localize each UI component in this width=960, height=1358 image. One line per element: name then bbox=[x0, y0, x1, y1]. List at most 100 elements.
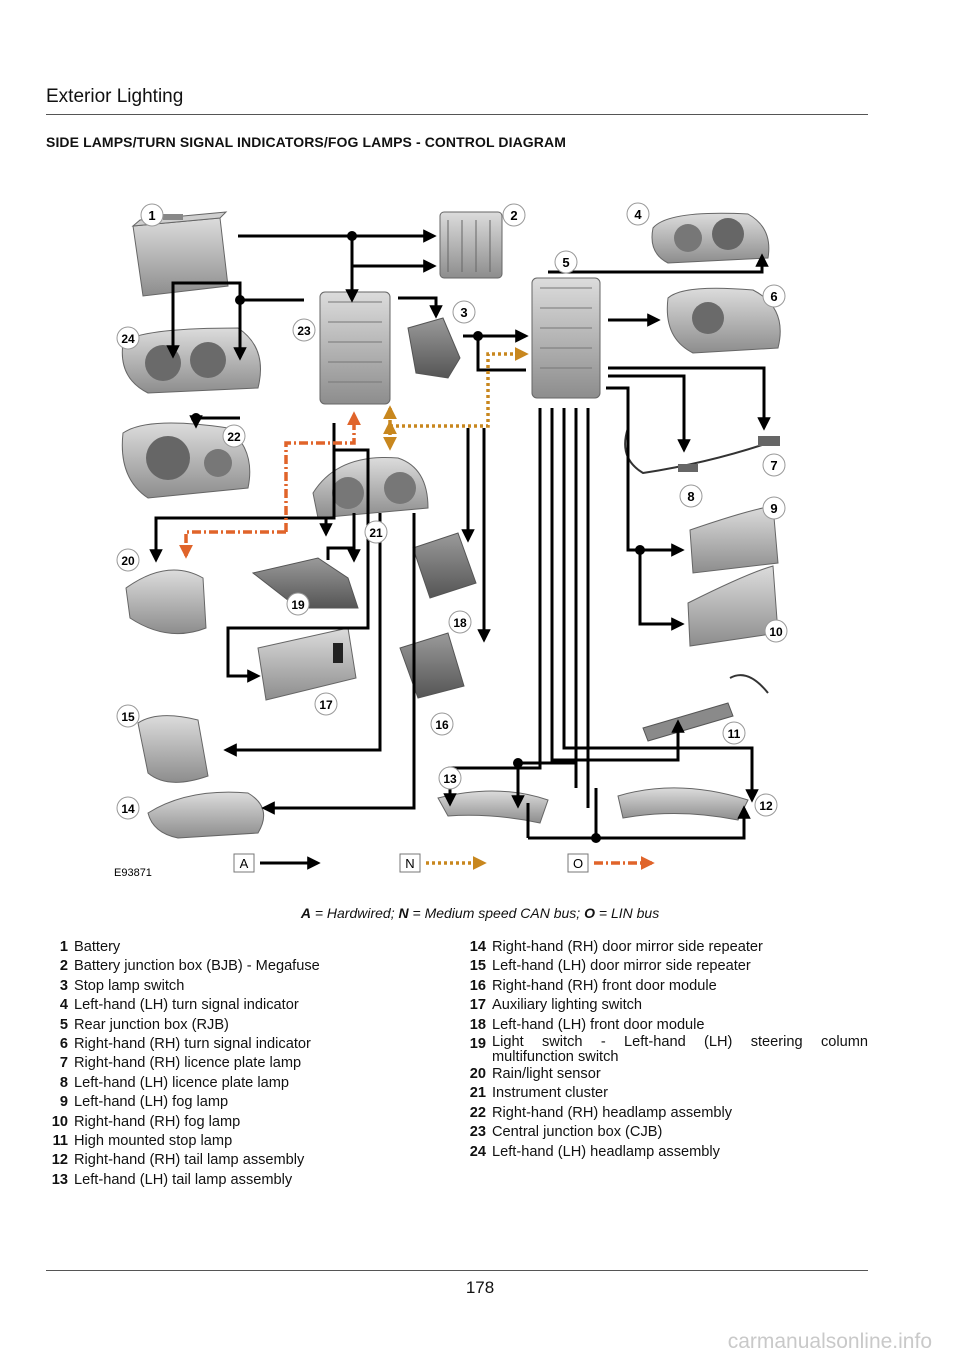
part-item: 2 Battery junction box (BJB) - Megafuse bbox=[30, 957, 430, 976]
part-label: Instrument cluster bbox=[492, 1085, 608, 1102]
svg-text:12: 12 bbox=[759, 799, 773, 813]
svg-text:23: 23 bbox=[297, 324, 311, 338]
svg-text:1: 1 bbox=[148, 208, 155, 223]
callout-5: 5 bbox=[554, 250, 578, 274]
callout-21: 21 bbox=[364, 520, 388, 544]
svg-text:17: 17 bbox=[319, 698, 333, 712]
part-item: 10 Right-hand (RH) fog lamp bbox=[30, 1113, 430, 1132]
part-number: 15 bbox=[469, 958, 486, 975]
callout-6: 6 bbox=[762, 284, 786, 308]
svg-text:13: 13 bbox=[443, 772, 457, 786]
svg-text:20: 20 bbox=[121, 554, 135, 568]
svg-text:2: 2 bbox=[510, 208, 517, 223]
part-item: 15 Left-hand (LH) door mirror side repeat… bbox=[448, 957, 868, 976]
legend-o-letter: O bbox=[584, 905, 595, 921]
door-modules-component bbox=[399, 532, 477, 699]
part-label: Left-hand (LH) headlamp assembly bbox=[492, 1143, 720, 1160]
part-label: Auxiliary lighting switch bbox=[492, 997, 643, 1014]
svg-text:19: 19 bbox=[291, 598, 305, 612]
key-lin-bus: O bbox=[567, 853, 655, 873]
rh-turn-indicator-component bbox=[666, 287, 781, 354]
callout-20: 20 bbox=[116, 548, 140, 572]
part-number: 12 bbox=[51, 1152, 68, 1169]
part-number: 19 bbox=[469, 1036, 486, 1053]
part-number: 9 bbox=[59, 1094, 68, 1111]
part-item: 16 Right-hand (RH) front door module bbox=[448, 977, 868, 996]
part-item: 9 Left-hand (LH) fog lamp bbox=[30, 1093, 430, 1112]
part-item: 7 Right-hand (RH) licence plate lamp bbox=[30, 1054, 430, 1073]
callout-19: 19 bbox=[286, 592, 310, 616]
part-number: 7 bbox=[59, 1055, 68, 1072]
svg-text:22: 22 bbox=[227, 430, 241, 444]
callout-12: 12 bbox=[754, 793, 778, 817]
part-number: 10 bbox=[51, 1113, 68, 1130]
part-label: Right-hand (RH) licence plate lamp bbox=[74, 1055, 302, 1072]
diagram-legend: A = Hardwired; N = Medium speed CAN bus;… bbox=[0, 905, 960, 921]
part-number: 16 bbox=[469, 977, 486, 994]
svg-text:11: 11 bbox=[728, 727, 741, 741]
svg-text:18: 18 bbox=[453, 616, 467, 630]
svg-text:24: 24 bbox=[121, 332, 135, 346]
part-number: 11 bbox=[52, 1133, 68, 1150]
part-label: Battery bbox=[74, 939, 121, 955]
part-item: 21 Instrument cluster bbox=[448, 1084, 868, 1103]
callout-10: 10 bbox=[764, 619, 788, 643]
part-item: 24 Left-hand (LH) headlamp assembly bbox=[448, 1143, 868, 1162]
svg-text:3: 3 bbox=[460, 305, 467, 320]
part-number: 23 bbox=[469, 1124, 486, 1141]
part-number: 24 bbox=[469, 1143, 486, 1160]
callout-23: 23 bbox=[292, 318, 316, 342]
junction-dots bbox=[191, 231, 645, 843]
part-label: Right-hand (RH) fog lamp bbox=[74, 1113, 241, 1130]
part-label: Right-hand (RH) turn signal indicator bbox=[74, 1036, 311, 1053]
part-label: Central junction box (CJB) bbox=[492, 1124, 663, 1141]
page-number: 178 bbox=[465, 1278, 495, 1297]
rh-headlamp-component bbox=[121, 422, 251, 499]
part-number: 2 bbox=[59, 958, 68, 975]
callout-11: 11 bbox=[722, 721, 746, 745]
key-hardwired: A bbox=[233, 853, 321, 873]
licence-plate-lamp-harness-component bbox=[624, 427, 780, 475]
callout-3: 3 bbox=[452, 300, 476, 324]
svg-text:10: 10 bbox=[769, 625, 783, 639]
part-item: 19 Light switch - Left-hand (LH) steering… bbox=[448, 1035, 868, 1065]
figure-id: E93871 bbox=[114, 867, 152, 879]
part-number: 14 bbox=[469, 939, 486, 955]
part-label: Left-hand (LH) door mirror side repeater bbox=[492, 958, 751, 975]
part-number: 6 bbox=[59, 1036, 68, 1053]
instrument-cluster-component bbox=[312, 456, 429, 519]
part-label: Battery junction box (BJB) - Megafuse bbox=[74, 958, 320, 975]
part-label: Right-hand (RH) front door module bbox=[492, 977, 717, 994]
svg-text:8: 8 bbox=[687, 489, 694, 504]
part-number: 17 bbox=[469, 997, 486, 1014]
part-label: Left-hand (LH) front door module bbox=[492, 1016, 705, 1033]
part-label: Rear junction box (RJB) bbox=[74, 1016, 229, 1033]
svg-text:A: A bbox=[240, 856, 249, 871]
control-diagram: 1 2 3 4 5 6 7 8 9 10 11 12 13 14 15 16 1… bbox=[114, 202, 788, 879]
svg-text:N: N bbox=[405, 856, 414, 871]
callout-1: 1 bbox=[140, 203, 164, 227]
part-number: 3 bbox=[59, 977, 68, 994]
svg-text:15: 15 bbox=[121, 710, 135, 724]
part-number: 21 bbox=[469, 1085, 486, 1102]
part-label: Light switch - Left-hand (LH) steering c… bbox=[492, 1034, 868, 1066]
callout-14: 14 bbox=[116, 796, 140, 820]
legend-a-text: = Hardwired; bbox=[310, 905, 399, 921]
callout-24: 24 bbox=[116, 326, 140, 350]
part-label: Left-hand (LH) fog lamp bbox=[74, 1094, 229, 1111]
callout-7: 7 bbox=[762, 453, 786, 477]
part-number: 4 bbox=[59, 997, 68, 1014]
svg-text:9: 9 bbox=[770, 501, 777, 516]
svg-text:16: 16 bbox=[435, 718, 449, 732]
svg-text:4: 4 bbox=[634, 207, 642, 222]
part-label: Rain/light sensor bbox=[492, 1066, 601, 1083]
callout-16: 16 bbox=[430, 712, 454, 736]
